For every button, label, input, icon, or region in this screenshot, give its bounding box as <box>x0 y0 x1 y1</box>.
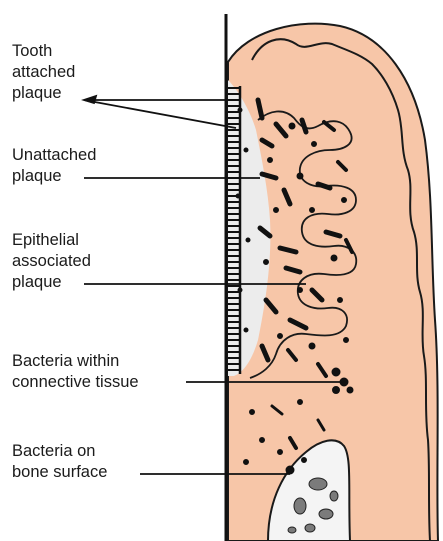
bone-trabecula <box>294 498 306 514</box>
bacterium-coccus <box>264 260 269 265</box>
label-unattached-plaque: Unattached plaque <box>12 145 96 187</box>
bacterium-coccus <box>268 158 273 163</box>
label-line: Epithelial <box>12 230 91 251</box>
label-tooth-attached-plaque: Tooth attached plaque <box>12 41 75 104</box>
bone-trabecula <box>330 491 338 501</box>
bacterium-coccus <box>298 400 303 405</box>
bacterium-coccus <box>309 343 315 349</box>
bacterium-coccus <box>289 123 295 129</box>
label-bacteria-bone-surface: Bacteria on bone surface <box>12 441 107 483</box>
label-line: attached <box>12 62 75 83</box>
bone-trabecula <box>319 509 333 519</box>
bacterium-coccus <box>236 194 240 198</box>
label-line: Bacteria within <box>12 351 139 372</box>
bone-trabecula <box>288 527 296 533</box>
bacterium-coccus <box>331 255 337 261</box>
label-line: plaque <box>12 83 75 104</box>
bone-trabecula <box>309 478 327 490</box>
label-line: Unattached <box>12 145 96 166</box>
label-line: associated <box>12 251 91 272</box>
bacterium-coccus <box>310 208 315 213</box>
bacterium-coccus <box>274 208 279 213</box>
bacterium-coccus <box>312 142 317 147</box>
bacterium-coccus <box>260 438 265 443</box>
label-line: bone surface <box>12 462 107 483</box>
bacterium-coccus <box>238 108 242 112</box>
label-line: plaque <box>12 166 96 187</box>
bacterium-coccus <box>338 298 343 303</box>
bacterium-coccus <box>244 328 248 332</box>
bacterium-coccus <box>286 466 294 474</box>
bacterium-coccus <box>250 410 255 415</box>
label-line: Tooth <box>12 41 75 62</box>
bacterium-coccus <box>298 288 303 293</box>
bone-trabecula <box>305 524 315 532</box>
label-line: Bacteria on <box>12 441 107 462</box>
bacterium-coccus <box>297 173 303 179</box>
bacterium-coccus <box>244 460 249 465</box>
bacterium-coccus <box>347 387 353 393</box>
label-bacteria-connective-tissue: Bacteria within connective tissue <box>12 351 139 393</box>
label-line: connective tissue <box>12 372 139 393</box>
bacterium-coccus <box>278 334 283 339</box>
label-line: plaque <box>12 272 91 293</box>
label-epithelial-associated-plaque: Epithelial associated plaque <box>12 230 91 293</box>
bacterium-coccus <box>244 148 248 152</box>
bacterium-coccus <box>344 338 349 343</box>
bacterium-coccus <box>332 368 340 376</box>
bacterium-coccus <box>302 458 307 463</box>
arrowhead <box>84 96 96 103</box>
bacterium-coccus <box>333 387 340 394</box>
bacterium-coccus <box>246 238 250 242</box>
bacterium-coccus <box>278 450 283 455</box>
bacterium-coccus <box>342 198 347 203</box>
leader-line-tooth-attached-2 <box>84 100 236 128</box>
bacterium-coccus <box>238 288 242 292</box>
